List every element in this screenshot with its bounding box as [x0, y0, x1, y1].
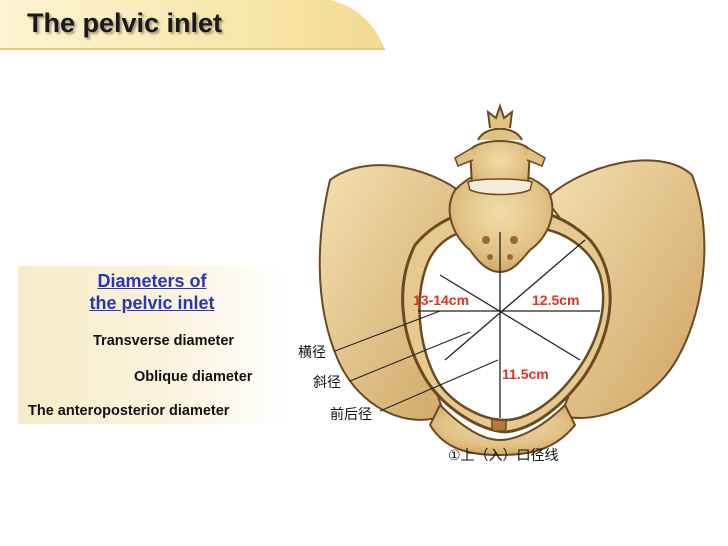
slide-title: The pelvic inlet: [27, 8, 223, 38]
legend-heading-line1: Diameters of: [97, 271, 207, 291]
transverse-measurement: 13-14cm: [413, 292, 470, 308]
anteroposterior-cn-label: 前后径: [330, 407, 372, 423]
pubic-symphysis: [428, 403, 577, 457]
transverse-cn-label: 横径: [298, 345, 326, 361]
figure-caption: ①上（入）口径线: [448, 448, 559, 464]
legend-item-anteroposterior: The anteroposterior diameter: [28, 403, 230, 419]
diameter-legend: Diameters of the pelvic inlet Transverse…: [18, 266, 286, 424]
legend-item-transverse: Transverse diameter: [93, 333, 235, 349]
diameter-lines: [418, 232, 600, 418]
oblique-cn-label: 斜径: [313, 375, 341, 391]
title-decoration: [0, 0, 385, 50]
legend-item-oblique: Oblique diameter: [134, 369, 253, 385]
oblique-line-right: [444, 239, 586, 361]
legend-heading-line2: the pelvic inlet: [89, 293, 215, 313]
oblique-measurement: 12.5cm: [532, 292, 580, 308]
leader-lines: [334, 310, 499, 412]
title-bar: The pelvic inlet: [0, 0, 390, 52]
oblique-line-left: [439, 274, 581, 361]
anteroposterior-measurement: 11.5cm: [502, 366, 549, 382]
